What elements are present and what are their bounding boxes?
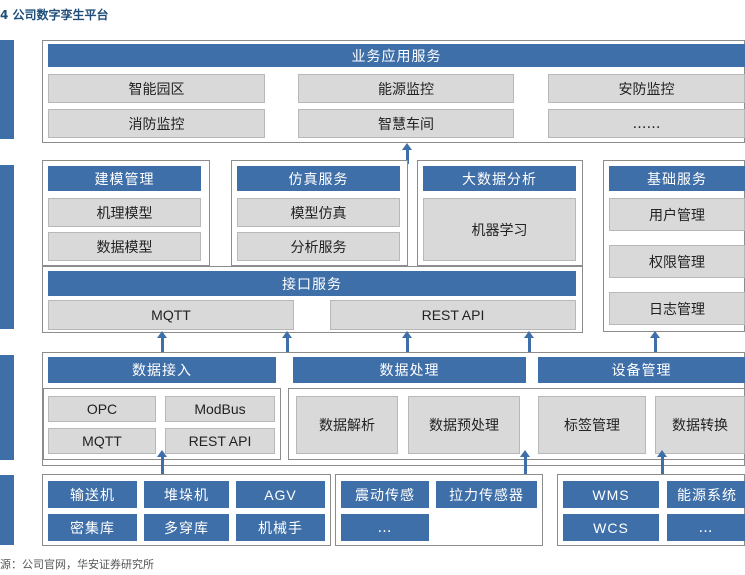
system-more: … — [667, 514, 745, 541]
basic-item-user: 用户管理 — [609, 198, 745, 231]
arrow-up-7 — [524, 456, 527, 474]
arrow-up-8 — [661, 456, 664, 474]
system-wms: WMS — [563, 481, 659, 508]
arrow-head-icon — [524, 331, 534, 338]
simulation-item-model: 模型仿真 — [237, 198, 400, 227]
modeling-item-mechanism: 机理模型 — [48, 198, 201, 227]
arrow-head-icon — [157, 450, 167, 457]
interface-item-mqtt: MQTT — [48, 300, 294, 330]
ingest-item-rest-api: REST API — [165, 428, 275, 454]
processing-header: 数据处理 — [293, 357, 526, 383]
layer-bar-device — [0, 475, 14, 545]
system-wcs: WCS — [563, 514, 659, 541]
arrow-up-2 — [286, 337, 289, 353]
equipment-shuttle-storage: 多穿库 — [144, 514, 229, 541]
device-item-convert: 数据转换 — [655, 396, 745, 454]
sensor-more: … — [341, 514, 429, 541]
app-item-security-monitor: 安防监控 — [548, 74, 745, 103]
basic-item-log: 日志管理 — [609, 292, 745, 325]
app-item-smart-workshop: 智慧车间 — [298, 109, 514, 138]
app-item-more: …… — [548, 109, 745, 138]
modeling-header: 建模管理 — [48, 166, 201, 191]
simulation-item-analysis: 分析服务 — [237, 232, 400, 261]
ingest-item-modbus: ModBus — [165, 396, 275, 422]
basic-item-permission: 权限管理 — [609, 245, 745, 278]
simulation-header: 仿真服务 — [237, 166, 400, 191]
arrow-up-6 — [161, 456, 164, 474]
arrow-up-1 — [161, 337, 164, 353]
app-item-energy-monitor: 能源监控 — [298, 74, 514, 103]
device-mgmt-header: 设备管理 — [538, 357, 745, 383]
arrow-head-icon — [157, 331, 167, 338]
arrow-up-3 — [406, 337, 409, 353]
system-energy: 能源系统 — [667, 481, 745, 508]
processing-item-parse: 数据解析 — [296, 396, 398, 454]
arrow-head-icon — [402, 143, 412, 150]
arrow-head-icon — [282, 331, 292, 338]
arrow-to-application — [406, 150, 409, 164]
interface-item-rest-api: REST API — [330, 300, 576, 330]
interface-header: 接口服务 — [48, 271, 576, 296]
arrow-head-icon — [402, 331, 412, 338]
application-header: 业务应用服务 — [48, 44, 745, 67]
modeling-item-data: 数据模型 — [48, 232, 201, 261]
arrow-up-4 — [528, 337, 531, 353]
arrow-head-icon — [650, 331, 660, 338]
bigdata-item-ml: 机器学习 — [423, 198, 576, 261]
layer-bar-data — [0, 355, 14, 460]
processing-item-preprocess: 数据预处理 — [408, 396, 520, 454]
app-item-fire-monitor: 消防监控 — [48, 109, 265, 138]
equipment-stacker: 堆垛机 — [144, 481, 229, 508]
layer-bar-platform — [0, 165, 14, 329]
figure-source: 源：公司官网，华安证券研究所 — [0, 558, 154, 571]
bigdata-header: 大数据分析 — [423, 166, 576, 191]
ingest-item-mqtt: MQTT — [48, 428, 156, 454]
ingest-item-opc: OPC — [48, 396, 156, 422]
arrow-head-icon — [520, 450, 530, 457]
arrow-head-icon — [657, 450, 667, 457]
equipment-robot-arm: 机械手 — [236, 514, 325, 541]
equipment-conveyor: 输送机 — [48, 481, 137, 508]
ingest-header: 数据接入 — [48, 357, 276, 383]
layer-bar-application — [0, 40, 14, 139]
equipment-dense-storage: 密集库 — [48, 514, 137, 541]
device-item-tag: 标签管理 — [538, 396, 646, 454]
arrow-up-5 — [654, 337, 657, 353]
sensor-tension: 拉力传感器 — [436, 481, 537, 508]
basic-service-header: 基础服务 — [609, 166, 745, 191]
equipment-agv: AGV — [236, 481, 325, 508]
app-item-smart-park: 智能园区 — [48, 74, 265, 103]
figure-title: 4 公司数字孪生平台 — [0, 8, 109, 22]
sensor-vibration: 震动传感 — [341, 481, 429, 508]
